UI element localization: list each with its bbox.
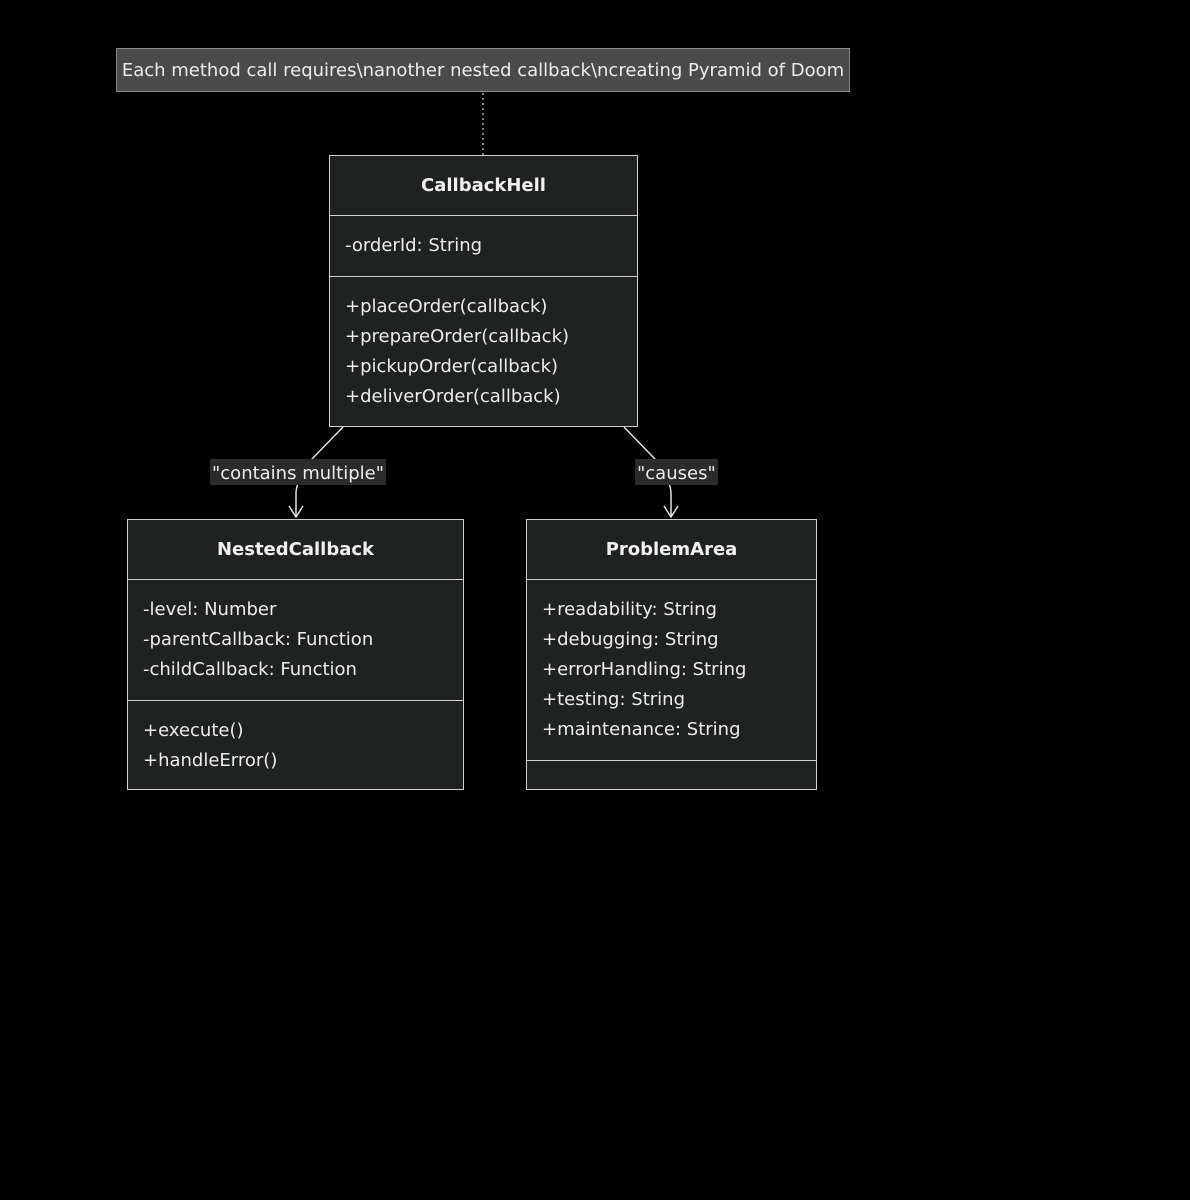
class-problem-area[interactable]: ProblemArea +readability: String +debugg…: [526, 519, 817, 790]
label-contains-multiple: "contains multiple": [210, 459, 386, 485]
attributes-section: +readability: String +debugging: String …: [527, 580, 816, 761]
attribute: -parentCallback: Function: [143, 629, 374, 650]
label-causes: "causes": [635, 459, 718, 485]
method: +handleError(): [143, 750, 278, 771]
attributes-section: -orderId: String: [330, 216, 637, 277]
methods-section: [527, 761, 816, 789]
attribute: -level: Number: [143, 599, 277, 620]
method: +placeOrder(callback): [345, 296, 548, 317]
attribute: +debugging: String: [542, 629, 719, 650]
attribute: -orderId: String: [345, 235, 483, 256]
attribute: -childCallback: Function: [143, 659, 357, 680]
attributes-section: -level: Number -parentCallback: Function…: [128, 580, 463, 701]
methods-section: +placeOrder(callback) +prepareOrder(call…: [330, 277, 637, 427]
class-callback-hell[interactable]: CallbackHell -orderId: String +placeOrde…: [329, 155, 638, 427]
attribute: +readability: String: [542, 599, 717, 620]
methods-section: +execute() +handleError(): [128, 701, 463, 791]
class-name: NestedCallback: [128, 520, 463, 580]
method: +deliverOrder(callback): [345, 386, 561, 407]
method: +pickupOrder(callback): [345, 356, 559, 377]
pyramid-of-doom-note: Each method call requires\nanother neste…: [116, 48, 850, 92]
method: +execute(): [143, 720, 244, 741]
attribute: +testing: String: [542, 689, 685, 710]
class-name: CallbackHell: [330, 156, 637, 216]
arrowhead-contains: [288, 505, 304, 519]
class-nested-callback[interactable]: NestedCallback -level: Number -parentCal…: [127, 519, 464, 790]
attribute: +errorHandling: String: [542, 659, 747, 680]
arrowhead-causes: [663, 505, 679, 519]
method: +prepareOrder(callback): [345, 326, 570, 347]
class-name: ProblemArea: [527, 520, 816, 580]
attribute: +maintenance: String: [542, 719, 741, 740]
note-text: Each method call requires\nanother neste…: [121, 59, 845, 81]
